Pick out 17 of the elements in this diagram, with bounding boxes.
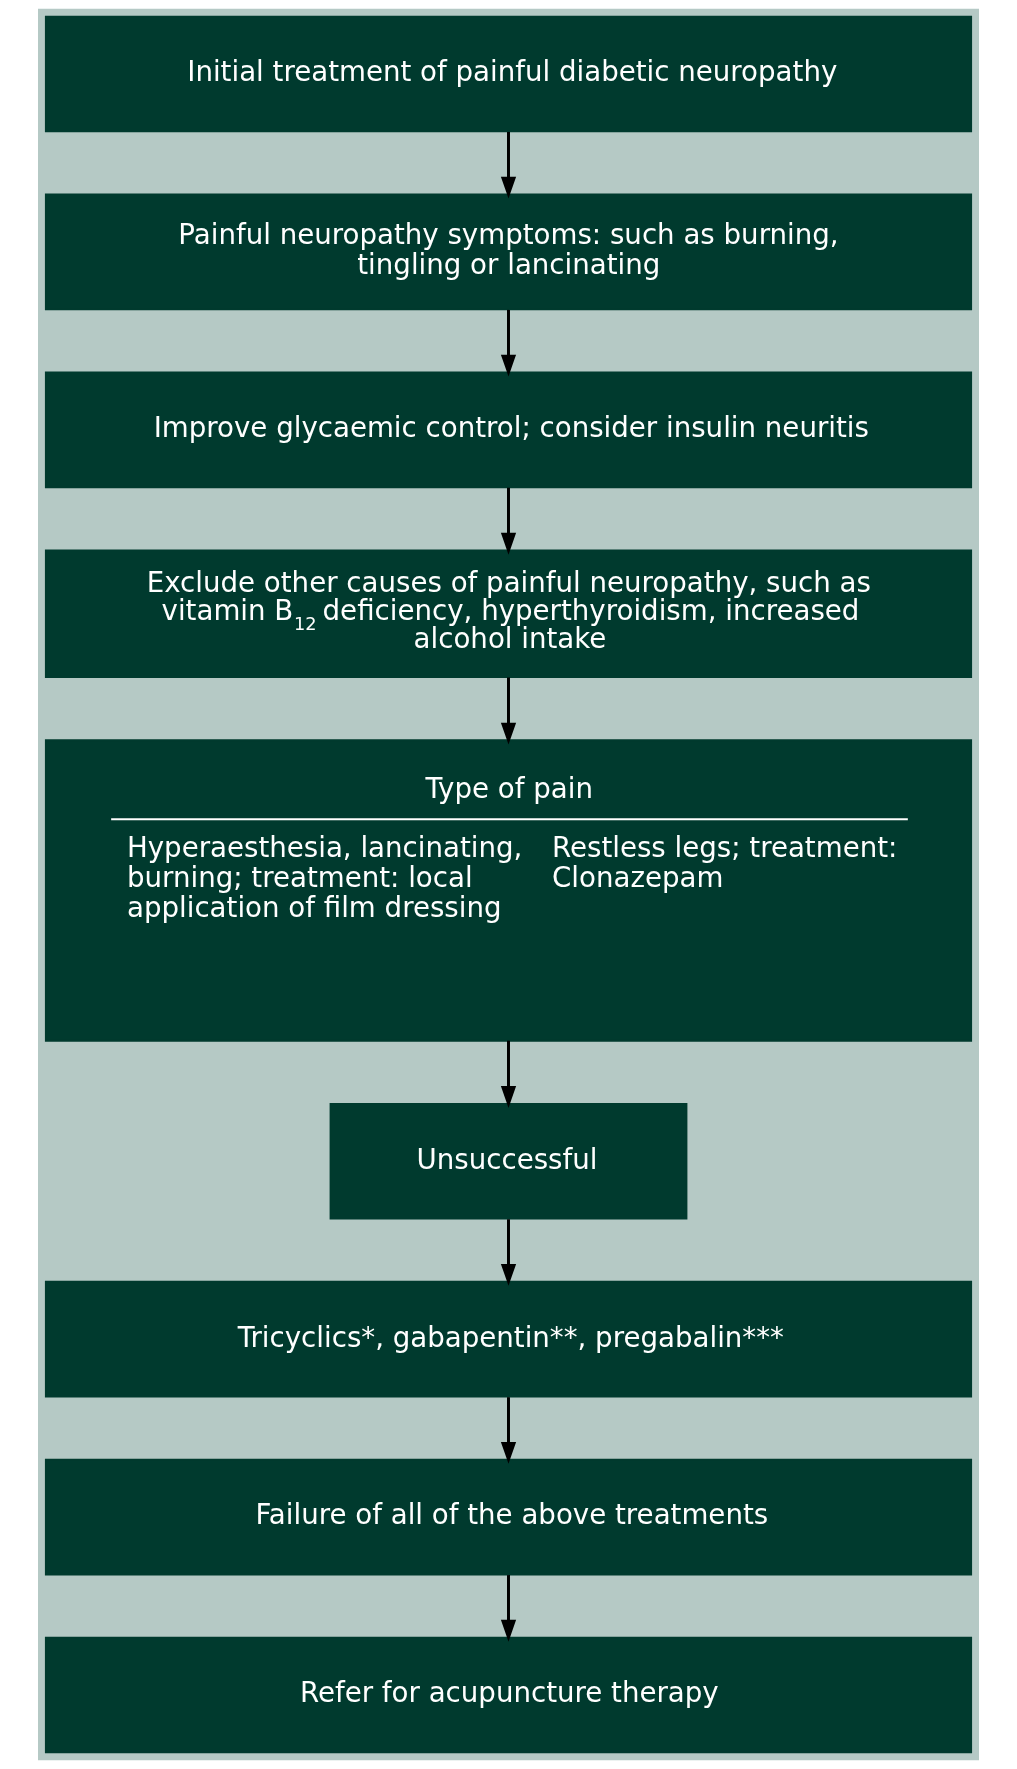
node-box: Exclude other causes of painful neuropathy, such as vitamin B$_{12}$ deficiency, hyperthyroidism, increased alcohol intake	[44, 549, 973, 678]
node-box: Refer for acupuncture therapy	[44, 1636, 973, 1754]
arrow	[500, 677, 517, 745]
node-box: Painful neuropathy symptoms: such as burning, tingling or lancinating	[44, 193, 973, 311]
arrow	[500, 131, 517, 199]
arrow	[500, 1040, 517, 1108]
arrow	[500, 1575, 517, 1642]
node-box: Initial treatment of painful diabetic neuropathy	[44, 15, 973, 133]
node-box: Failure of all of the above treatments	[44, 1458, 973, 1576]
node-box: Unsuccessful	[329, 1102, 688, 1220]
arrow	[500, 1397, 517, 1464]
node-box: Improve glycaemic control; consider insulin neuritis	[44, 371, 973, 489]
arrow	[500, 487, 517, 555]
node-box: Type of pain Hyperaesthesia, lancinating, burning; treatment: local application of film dressing Restless legs; treatment: Clonazepam	[44, 739, 973, 1042]
node-box: Tricyclics*, gabapentin**, pregabalin***	[44, 1280, 973, 1398]
arrow	[500, 309, 517, 377]
arrow	[500, 1219, 517, 1286]
